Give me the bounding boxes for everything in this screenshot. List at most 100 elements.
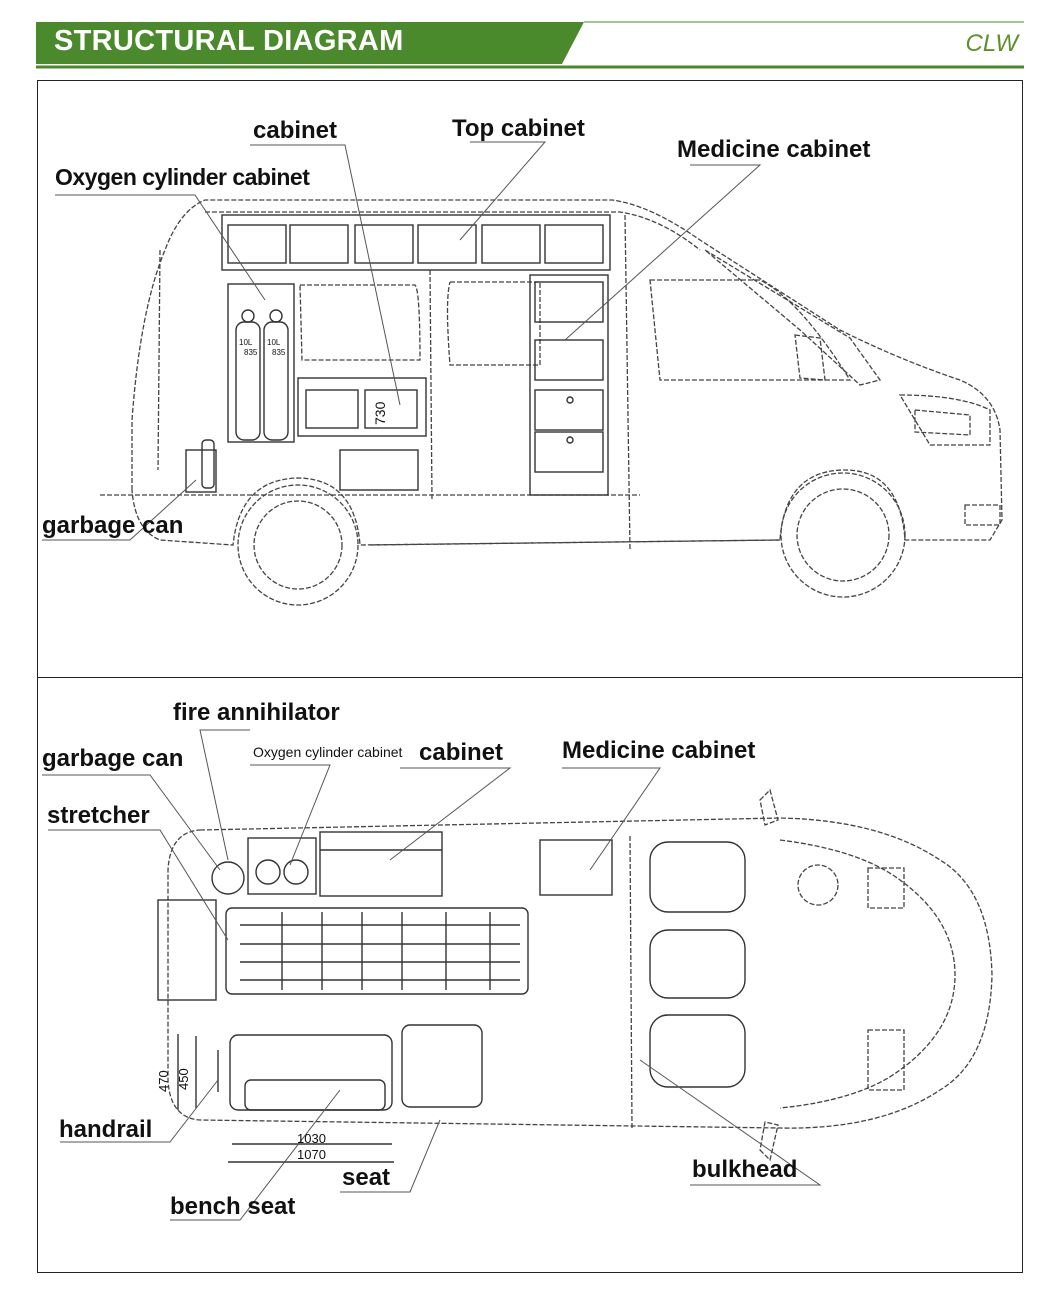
oxygen-cylinder-top-2 [283, 859, 309, 885]
label-cabinet-top: cabinet [419, 739, 504, 766]
top-cabinet-frame [221, 214, 611, 271]
leader-seat [340, 1119, 441, 1193]
steering-wheel [797, 864, 839, 906]
top-cabinet-door-2 [289, 224, 349, 264]
headlight [898, 394, 991, 446]
label-stretcher: stretcher [47, 802, 150, 829]
label-top-cabinet: Top cabinet [452, 115, 585, 142]
side-cabinet-door-2 [364, 389, 418, 429]
side-leader-lines [42, 141, 762, 541]
seat-top [401, 1024, 483, 1108]
leader-garbage-can [42, 479, 197, 541]
brand-logo: CLW [965, 30, 1018, 57]
fire-extinguisher-side [201, 439, 215, 489]
page-title: STRUCTURAL DIAGRAM [54, 25, 404, 57]
leader-cabinet [250, 144, 401, 406]
label-seat: seat [342, 1164, 391, 1191]
top-cabinet-door-5 [481, 224, 541, 264]
windshield [704, 249, 882, 386]
grille [914, 409, 971, 436]
cylinder-1-volume: 10L [239, 338, 253, 347]
sill-line [369, 539, 781, 546]
bench-seat-cushion [244, 1079, 386, 1111]
label-cabinet-side: cabinet [253, 117, 338, 144]
label-bulkhead: bulkhead [692, 1156, 798, 1183]
front-wheel-rim [796, 488, 890, 582]
front-wheel [780, 472, 906, 598]
top-cabinet-door-4 [417, 224, 477, 264]
medicine-cabinet-frame [529, 274, 609, 496]
bench-base [339, 449, 419, 491]
top-cabinet-door-6 [544, 224, 604, 264]
rear-wheel-rim [253, 500, 343, 590]
leader-handrail [60, 1079, 219, 1143]
dimension-1070: 1070 [297, 1147, 326, 1162]
medicine-cabinet-top [539, 839, 613, 896]
mirror-lower [759, 1121, 779, 1162]
label-medicine-cabinet-top: Medicine cabinet [562, 737, 756, 764]
oxygen-cabinet-frame [227, 283, 295, 443]
stretcher-frame [225, 907, 529, 995]
cylinder-2-volume: 10L [267, 338, 281, 347]
drawer-knob-2 [566, 436, 574, 444]
cylinder-valve-1 [241, 309, 255, 323]
drawer-knob-1 [566, 396, 574, 404]
side-cabinet-frame [297, 377, 427, 437]
grille-vent-upper [867, 867, 905, 909]
top-view-panel [37, 677, 1023, 1273]
mirror-upper [759, 788, 779, 826]
leader-cabinet-top [389, 767, 512, 861]
leader-medicine-cabinet-top [562, 767, 661, 871]
front-door-window [649, 279, 852, 381]
cabinet-top [319, 831, 443, 897]
medicine-shelf-1 [534, 281, 604, 323]
dimension-470: 470 [156, 1070, 171, 1092]
oxygen-cylinder-top-1 [255, 859, 281, 885]
side-view-cabinets [42, 141, 762, 541]
oxygen-cabinet-top [247, 837, 317, 895]
garbage-can-side [185, 449, 217, 493]
label-garbage-can-top: garbage can [42, 745, 184, 772]
rear-side-window [299, 284, 421, 361]
side-cabinet-door-1 [305, 389, 359, 429]
label-oxygen-cabinet-top: Oxygen cylinder cabinet [253, 744, 403, 760]
dimension-1030: 1030 [297, 1131, 326, 1146]
label-medicine-cabinet-side: Medicine cabinet [677, 136, 871, 163]
rear-door-panel [157, 899, 217, 1001]
header-green-band [36, 22, 584, 64]
header-bar [36, 21, 1024, 69]
cylinder-1-code: 835 [244, 348, 258, 357]
garbage-can-top [211, 861, 245, 895]
middle-window [446, 281, 541, 366]
leader-oxygen-cabinet [55, 194, 266, 301]
leader-fire-annihilator [199, 729, 250, 861]
van-body-outline [131, 199, 1003, 546]
leader-oxygen-cabinet-top [250, 764, 331, 866]
leader-garbage-can-top [42, 774, 221, 871]
dimension-450: 450 [176, 1068, 191, 1090]
van-top-outline [167, 817, 993, 1129]
leader-bulkhead [639, 1059, 822, 1186]
driver-seat [649, 841, 746, 913]
medicine-drawer-1 [534, 389, 604, 431]
grille-vent-lower [867, 1029, 905, 1091]
van-roof-line [205, 211, 701, 251]
hood-outline [779, 839, 956, 1109]
leader-bench-seat [170, 1089, 341, 1221]
leader-medicine-cabinet [564, 164, 762, 341]
cylinder-2-code: 835 [272, 348, 286, 357]
sliding-door-track [429, 269, 433, 501]
rear-wheel [237, 484, 359, 606]
bench-seat-top [229, 1034, 393, 1111]
medicine-shelf-2 [534, 339, 604, 381]
top-leader-lines [42, 729, 822, 1221]
label-fire-annihilator: fire annihilator [173, 699, 340, 726]
label-handrail: handrail [59, 1116, 153, 1143]
leader-stretcher [48, 829, 229, 941]
side-mirror [794, 334, 826, 381]
rear-door-line [157, 249, 161, 471]
top-cabinet-door-3 [354, 224, 414, 264]
cylinder-valve-2 [269, 309, 283, 323]
medicine-drawer-2 [534, 431, 604, 473]
